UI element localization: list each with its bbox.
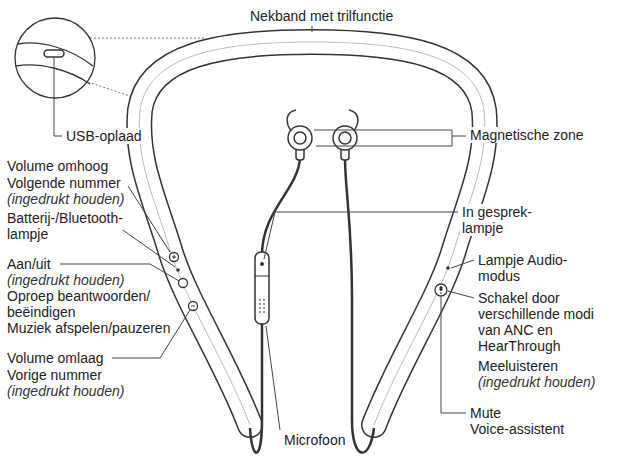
- hold-hint: (ingedrukt houden): [5, 191, 127, 207]
- part-label: USB-oplaad: [64, 128, 144, 144]
- cable: [345, 158, 374, 453]
- audio-lamp: [446, 266, 450, 270]
- call-lamp: [260, 262, 264, 266]
- usb-port: [44, 50, 64, 57]
- hold-hint: (ingedrukt houden): [5, 383, 127, 399]
- mic-icon: [440, 286, 443, 291]
- part-label: Oproep beantwoorden/ beëindigen: [5, 288, 170, 320]
- part-label: Meeluisteren: [476, 358, 560, 374]
- earbud-left: [287, 110, 312, 160]
- part-label: Muziek afspelen/pauzeren: [5, 320, 172, 336]
- inset-band-edge: [18, 43, 93, 66]
- part-label: In gesprek-lampje: [460, 204, 570, 236]
- inset-band-edge: [16, 65, 90, 84]
- mute-button: [435, 284, 447, 296]
- neckband-seam: [139, 42, 485, 425]
- part-label: Schakel door verschillende modi van ANC …: [476, 290, 616, 354]
- usb-inset: [15, 18, 95, 98]
- neckband-fill: [139, 42, 485, 425]
- inset-guide: [90, 38, 205, 39]
- minus-mark: [191, 306, 195, 307]
- inset-guide: [88, 82, 130, 96]
- part-label: Mute: [468, 405, 503, 421]
- remote: [255, 252, 269, 324]
- remote-seam: [255, 276, 269, 277]
- part-label: Aan/uit: [5, 256, 53, 272]
- hold-hint: (ingedrukt houden): [5, 272, 127, 288]
- mic-grille: [259, 299, 265, 313]
- battery-lamp: [176, 268, 180, 272]
- part-label: Volume omhoog: [5, 158, 110, 174]
- plus-mark: [174, 255, 175, 259]
- part-label: Voice-assistent: [468, 421, 566, 437]
- part-label: Vorige nummer: [5, 367, 104, 383]
- part-label: Microfoon: [282, 432, 347, 448]
- part-label: Volume omlaag: [5, 350, 106, 366]
- part-label: Batterij-/Bluetooth-lampje: [5, 210, 123, 242]
- part-label: Volgende nummer: [5, 175, 123, 191]
- part-label: Nekband met trilfunctie: [248, 8, 395, 24]
- cable: [250, 322, 262, 453]
- cable: [262, 158, 300, 255]
- hold-hint: (ingedrukt houden): [476, 374, 598, 390]
- part-label: Lampje Audio-modus: [476, 252, 596, 284]
- mic-icon: [441, 292, 442, 294]
- part-label: Magnetische zone: [468, 127, 588, 143]
- neckband-outline: [139, 42, 485, 425]
- earbud-right: [333, 110, 358, 160]
- left-buttons: [170, 253, 198, 311]
